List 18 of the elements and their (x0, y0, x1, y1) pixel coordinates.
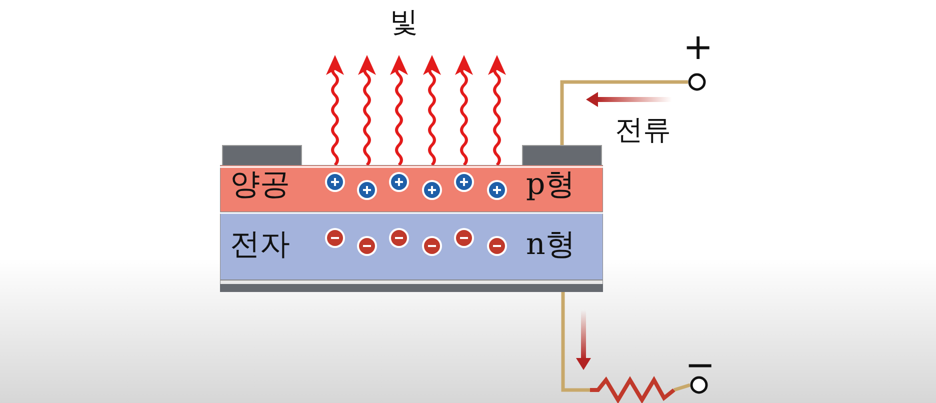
electrode-pad (522, 145, 602, 166)
wire (673, 383, 691, 392)
electrode-pad (222, 145, 302, 166)
current-label: 전류 (615, 116, 671, 144)
layer-label: 전자 (230, 230, 290, 260)
terminal-circle (690, 376, 708, 394)
minus-sign: − (685, 348, 716, 384)
resistor-symbol (590, 378, 674, 402)
wire (560, 80, 688, 145)
p-type-layer (220, 165, 603, 212)
layer-label: 양공 (230, 170, 290, 200)
layer-type-label: n형 (526, 230, 576, 260)
terminal-circle (688, 73, 706, 91)
plus-sign: + (683, 30, 714, 66)
wire (561, 292, 590, 392)
layer-type-label: p형 (526, 170, 576, 200)
light-label: 빛 (390, 8, 418, 36)
n-type-layer (220, 212, 603, 292)
